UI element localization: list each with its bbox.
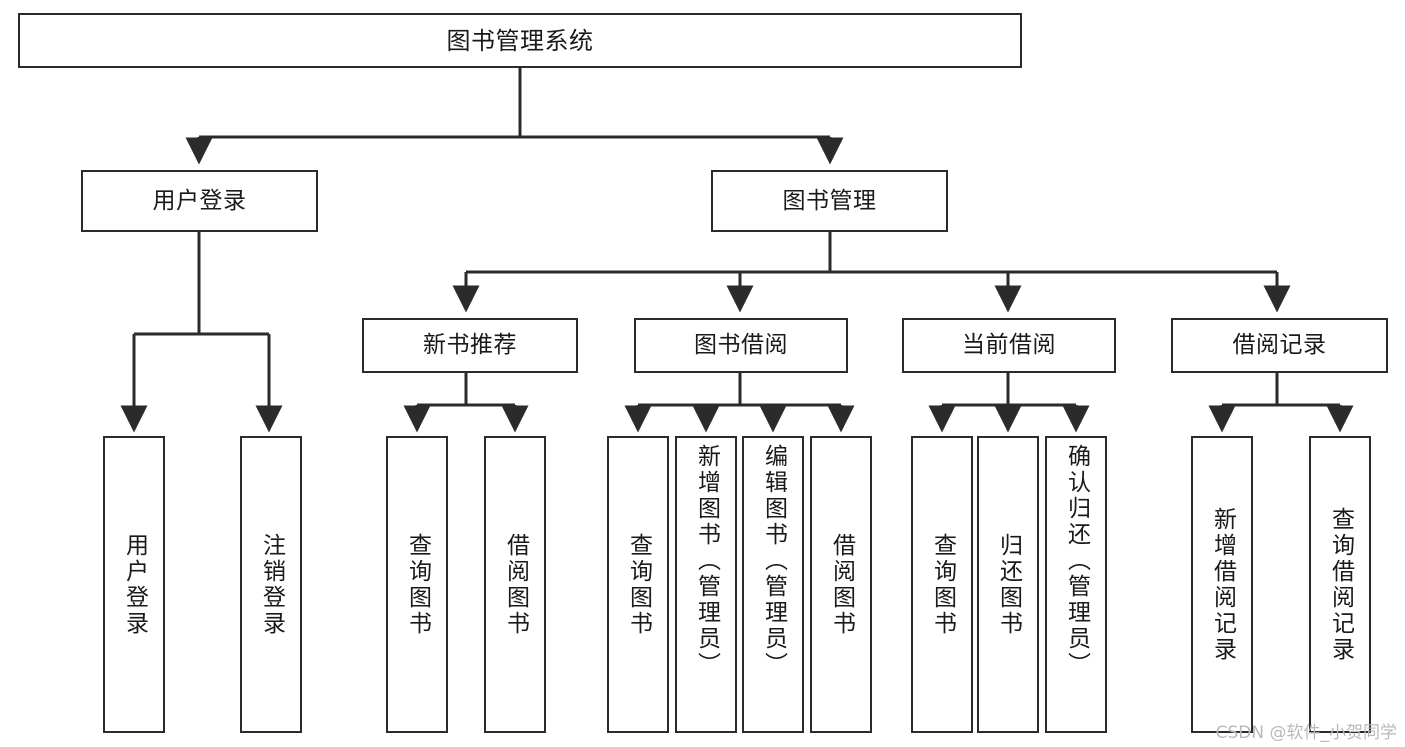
- leaf-query-book-recommend[interactable]: 查询图书: [386, 436, 448, 733]
- leaf-query-book-current[interactable]: 查询图书: [911, 436, 973, 733]
- leaf-borrow-book[interactable]: 借阅图书: [810, 436, 872, 733]
- node-label: 用户登录: [121, 532, 148, 637]
- csdn-watermark: CSDN @软件_小贺同学: [1215, 723, 1397, 743]
- node-root-book-management-system[interactable]: 图书管理系统: [18, 13, 1022, 68]
- node-label: 图书管理系统: [446, 26, 594, 55]
- leaf-add-borrow-record[interactable]: 新增借阅记录: [1191, 436, 1253, 733]
- leaf-return-book[interactable]: 归还图书: [977, 436, 1039, 733]
- node-label: 图书管理: [782, 187, 877, 214]
- leaf-logout[interactable]: 注销登录: [240, 436, 302, 733]
- node-label: 图书借阅: [694, 332, 788, 358]
- node-label: 查询图书: [404, 532, 431, 637]
- leaf-query-borrow-record[interactable]: 查询借阅记录: [1309, 436, 1371, 733]
- node-label: 新增借阅记录: [1209, 506, 1236, 663]
- leaf-borrow-book-recommend[interactable]: 借阅图书: [484, 436, 546, 733]
- node-label: 新增图书（管理员）: [693, 444, 720, 678]
- node-book-borrow[interactable]: 图书借阅: [634, 318, 848, 373]
- node-label: 确认归还（管理员）: [1063, 444, 1090, 678]
- node-label: 借阅图书: [828, 532, 855, 637]
- node-user-login[interactable]: 用户登录: [81, 170, 318, 232]
- node-label: 查询图书: [625, 532, 652, 637]
- node-label: 借阅图书: [502, 532, 529, 637]
- node-label: 编辑图书（管理员）: [760, 444, 787, 678]
- node-label: 注销登录: [258, 532, 285, 637]
- leaf-confirm-return-admin[interactable]: 确认归还（管理员）: [1045, 436, 1107, 733]
- node-book-management[interactable]: 图书管理: [711, 170, 948, 232]
- node-new-book-recommend[interactable]: 新书推荐: [362, 318, 578, 373]
- node-label: 用户登录: [152, 187, 247, 214]
- leaf-query-book-borrow[interactable]: 查询图书: [607, 436, 669, 733]
- node-label: 新书推荐: [423, 332, 517, 358]
- node-label: 借阅记录: [1232, 332, 1327, 358]
- node-current-borrow[interactable]: 当前借阅: [902, 318, 1116, 373]
- leaf-add-book-admin[interactable]: 新增图书（管理员）: [675, 436, 737, 733]
- leaf-user-login[interactable]: 用户登录: [103, 436, 165, 733]
- node-label: 归还图书: [995, 532, 1022, 637]
- node-label: 查询图书: [929, 532, 956, 637]
- node-label: 查询借阅记录: [1327, 506, 1354, 663]
- node-label: 当前借阅: [962, 332, 1056, 358]
- leaf-edit-book-admin[interactable]: 编辑图书（管理员）: [742, 436, 804, 733]
- node-borrow-record[interactable]: 借阅记录: [1171, 318, 1388, 373]
